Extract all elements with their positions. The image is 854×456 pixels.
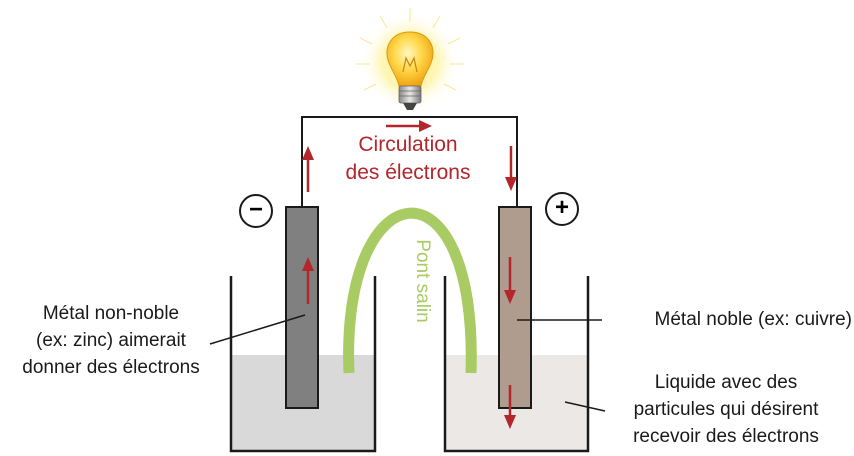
right-liquid-label: Liquide avec des particules qui désirent… bbox=[633, 372, 819, 447]
negative-terminal-circle bbox=[239, 194, 273, 228]
positive-sign: + bbox=[554, 194, 569, 221]
liquid-leader-line bbox=[564, 401, 606, 412]
right-beaker bbox=[443, 276, 590, 453]
salt-bridge-label: Pont salin bbox=[412, 239, 433, 323]
electron-flow-label: Circulation des électrons bbox=[345, 133, 471, 184]
left-electrode-label: Métal non-noble (ex: zinc) aimerait donn… bbox=[22, 303, 200, 378]
arrow-icon bbox=[302, 120, 517, 429]
negative-sign: − bbox=[248, 196, 263, 223]
right-electrode-label: Métal noble (ex: cuivre) bbox=[654, 309, 852, 330]
left-leader-line bbox=[209, 314, 306, 345]
salt-bridge bbox=[343, 207, 477, 374]
positive-terminal-circle bbox=[545, 192, 579, 226]
right-electrode bbox=[498, 206, 532, 409]
light-bulb-icon bbox=[356, 8, 464, 112]
circuit-wire bbox=[301, 116, 518, 208]
left-electrode bbox=[285, 206, 319, 409]
left-beaker bbox=[229, 276, 377, 453]
